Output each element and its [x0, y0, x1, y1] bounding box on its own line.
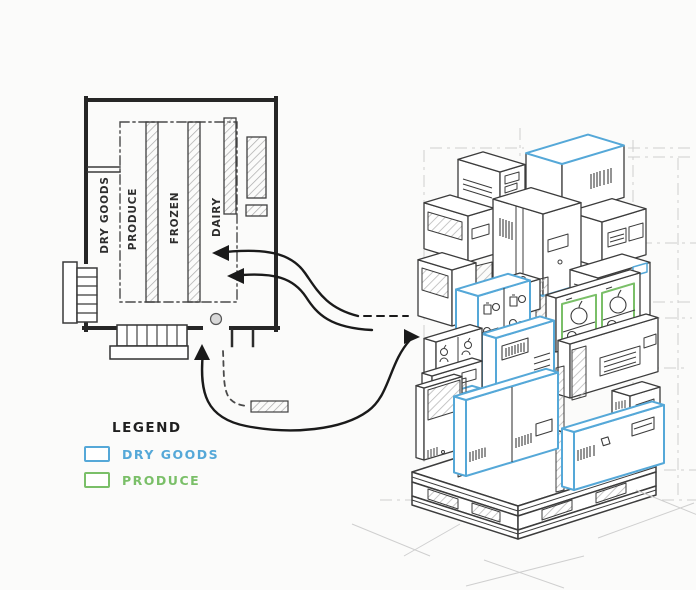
loading-dock: [62, 261, 98, 324]
shelf-frozen-aisle: [187, 121, 201, 303]
shelf-dairy-aisle: [223, 117, 237, 215]
dry-goods-swatch-icon: [84, 446, 110, 462]
floor-plan: [62, 96, 289, 413]
entrance-route-arrow-icon: [194, 329, 420, 432]
aisle-label-frozen: FROZEN: [169, 191, 181, 245]
pear-icon: [439, 337, 472, 363]
produce-swatch-icon: [84, 472, 110, 488]
box-stack: [411, 133, 665, 540]
box: [415, 373, 463, 461]
shelf-produce-aisle: [145, 121, 159, 303]
wall-fixture-tall: [246, 136, 267, 199]
back-room-partition: [87, 166, 121, 173]
legend-label: PRODUCE: [122, 472, 201, 488]
entrance-vestibule: [109, 324, 189, 360]
legend-title: LEGEND: [112, 420, 182, 436]
upper-left-arrow-icon: [212, 245, 409, 318]
aisle-label-dairy: DAIRY: [211, 197, 223, 237]
aisle-label-produce: PRODUCE: [127, 187, 139, 251]
aisle-label-dry-goods: DRY GOODS: [99, 176, 111, 254]
flow-arrows: [194, 245, 420, 432]
lower-left-arrow-icon: [227, 268, 374, 332]
entry-mat: [250, 400, 289, 413]
legend: LEGEND DRY GOODS PRODUCE: [84, 420, 219, 488]
pallet-illustration: [351, 128, 696, 589]
dashed-route-path: [222, 350, 248, 407]
wooden-pallet: [411, 427, 657, 540]
box: [423, 194, 495, 263]
legend-item-dry-goods: DRY GOODS: [84, 446, 219, 462]
corner-guides: [351, 489, 696, 589]
door-jambs: [230, 328, 255, 348]
column-circle: [209, 312, 223, 326]
legend-item-produce: PRODUCE: [84, 472, 219, 488]
wall-fixture-small: [245, 204, 268, 217]
store-walls: [82, 96, 280, 332]
legend-label: DRY GOODS: [122, 446, 220, 462]
dry-goods-box: [453, 367, 559, 477]
dry-goods-box: [561, 400, 665, 491]
